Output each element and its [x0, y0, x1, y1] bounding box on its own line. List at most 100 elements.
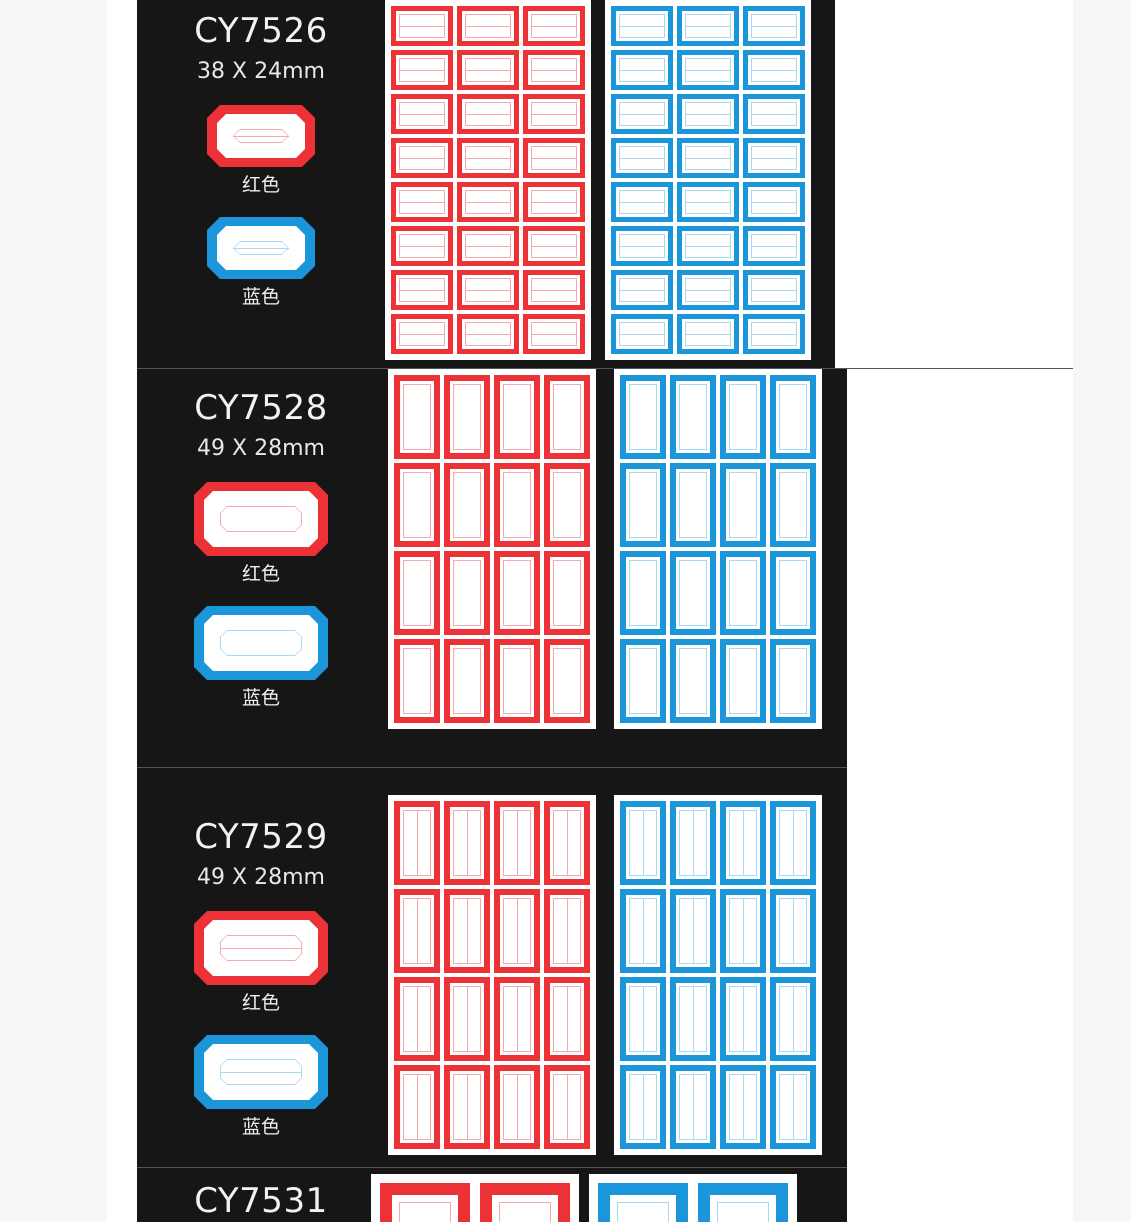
sheet-label — [743, 226, 805, 266]
sheet-label-face — [396, 187, 448, 217]
sheet-label-border — [391, 270, 453, 310]
sheet-label-border — [743, 270, 805, 310]
label-sheet-cell — [455, 268, 521, 312]
sheet-label-face — [748, 231, 800, 261]
sheet-label-face — [528, 99, 580, 129]
sheet-label-hairline-face — [554, 473, 580, 537]
sheet-label-border — [611, 50, 673, 90]
sheet-label-border — [743, 6, 805, 46]
sheet-label-border — [444, 639, 490, 723]
sheet-label-border — [394, 463, 440, 547]
sheet-label-face — [726, 895, 760, 967]
sheet-label-hairline-face — [680, 473, 706, 537]
label-sheet-cell — [389, 180, 455, 224]
sheet-label-face — [462, 11, 514, 41]
sheet-label-hairline-face — [780, 473, 806, 537]
sheet-label-border — [670, 551, 716, 635]
label-sheet-cell — [768, 1063, 818, 1151]
sheet-label-face — [400, 807, 434, 879]
product-panel-cy7531[interactable]: CY7531 — [137, 1168, 847, 1222]
sheet-label — [770, 801, 816, 885]
sheet-label-divider — [531, 290, 577, 291]
sheet-label-border — [677, 270, 739, 310]
label-sheet — [605, 0, 811, 360]
label-sheet-cell — [618, 637, 668, 725]
sheet-label-hairline-face — [504, 385, 530, 449]
sheet-label-face — [528, 11, 580, 41]
sheet-label-face — [500, 469, 534, 541]
sheet-label-divider — [465, 202, 511, 203]
sheet-label — [611, 182, 673, 222]
label-sheet-cell — [668, 373, 718, 461]
sheet-label-face — [462, 231, 514, 261]
sheet-label-divider — [743, 986, 744, 1052]
label-sheet-cell — [718, 887, 768, 975]
sheet-label-hairline-face — [618, 1203, 668, 1222]
sheet-label-hairline-face — [404, 649, 430, 713]
label-sheet-cell — [492, 975, 542, 1063]
sheet-label-border — [544, 1065, 590, 1149]
label-sheet-cell — [521, 136, 587, 180]
swatch-inner-face — [204, 920, 318, 976]
sheet-label-hairline-face — [454, 385, 480, 449]
product-code: CY7526 — [194, 11, 328, 51]
sheet-label-border — [457, 226, 519, 266]
sheet-label-face — [748, 187, 800, 217]
sheet-label — [743, 182, 805, 222]
color-swatch-blue: 蓝色 — [137, 1035, 385, 1137]
sheet-label-face — [396, 143, 448, 173]
sheet-label-face — [492, 1195, 558, 1222]
sheet-label-hairline-face — [730, 561, 756, 625]
swatch-label-preview — [194, 606, 328, 680]
sheet-label-face — [400, 895, 434, 967]
label-sheet-cell — [675, 4, 741, 48]
sheet-label-hairline-face — [454, 561, 480, 625]
label-sheet-cell — [768, 549, 818, 637]
swatch-divider-line — [220, 948, 302, 949]
sheet-label-border — [544, 801, 590, 885]
sheet-label — [620, 551, 666, 635]
sheet-label-border — [670, 889, 716, 973]
sheet-label-face — [500, 557, 534, 629]
sheet-label — [394, 889, 440, 973]
sheet-label-divider — [399, 114, 445, 115]
sheet-label-face — [396, 275, 448, 305]
sheet-label-divider — [685, 290, 731, 291]
sheet-label-face — [726, 807, 760, 879]
sheet-label-hairline — [453, 560, 481, 626]
sheet-label-face — [528, 231, 580, 261]
sheet-label-face — [550, 557, 584, 629]
sheet-label — [720, 375, 766, 459]
sheet-label — [457, 94, 519, 134]
sheet-label-face — [462, 55, 514, 85]
sheet-label — [720, 977, 766, 1061]
label-sheet-cell — [718, 975, 768, 1063]
sheet-label-hairline — [503, 560, 531, 626]
sheet-label-divider — [685, 334, 731, 335]
sheet-label-hairline-face — [504, 649, 530, 713]
label-sheet-cell — [392, 637, 442, 725]
sheet-label-hairline-face — [630, 473, 656, 537]
panel-separator — [137, 1167, 847, 1168]
sheet-label-border — [494, 889, 540, 973]
sheet-label — [670, 801, 716, 885]
sheet-label-divider — [465, 246, 511, 247]
sheet-label-divider — [399, 334, 445, 335]
sheet-label — [611, 50, 673, 90]
sheet-label — [620, 463, 666, 547]
sheet-label-divider — [399, 246, 445, 247]
sheet-label-face — [396, 11, 448, 41]
sheet-label-border — [494, 801, 540, 885]
sheet-label — [743, 50, 805, 90]
label-sheet-cell — [609, 312, 675, 356]
sheet-label-divider — [693, 1074, 694, 1140]
sheet-label — [444, 889, 490, 973]
swatch-color-name: 红色 — [241, 174, 280, 196]
sheet-label-divider — [619, 202, 665, 203]
label-sheet-cell — [675, 224, 741, 268]
sheet-label-hairline — [629, 472, 657, 538]
